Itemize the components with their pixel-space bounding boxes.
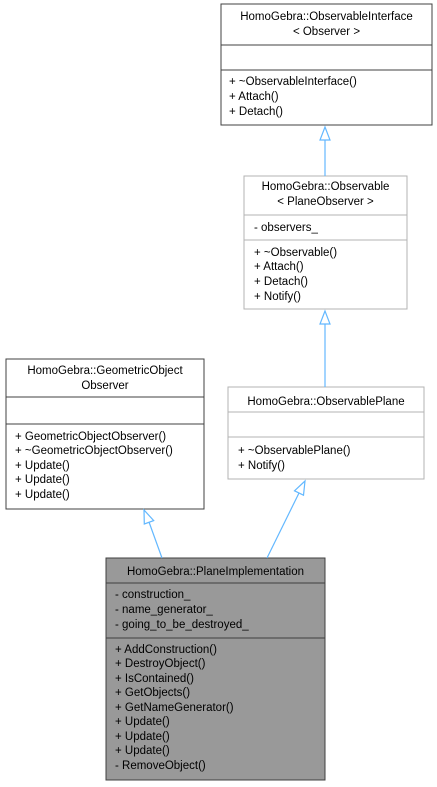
class-title-line: Observer [81, 380, 128, 392]
method-item: + Update() [15, 489, 70, 501]
class-plane-implementation[interactable]: HomoGebra::PlaneImplementation - constru… [105, 557, 326, 781]
inheritance-edge-plane-to-geometric-observer [143, 508, 163, 559]
inheritance-edge-observable-to-interface [319, 125, 331, 176]
method-item: + IsContained() [115, 673, 194, 685]
method-item: + GeometricObjectObserver() [15, 431, 166, 443]
method-item: + Update() [115, 745, 170, 757]
method-item: + ~ObservableInterface() [229, 76, 357, 88]
method-item: + Detach() [229, 106, 283, 118]
method-item: + DestroyObject() [115, 658, 206, 670]
method-item: + AddConstruction() [115, 644, 217, 656]
method-item: + ~ObservablePlane() [238, 445, 351, 457]
method-item: + Notify() [254, 291, 301, 303]
class-title-line: HomoGebra::PlaneImplementation [127, 566, 304, 578]
method-item: - RemoveObject() [115, 760, 206, 772]
class-title-line: < PlaneObserver > [277, 196, 374, 208]
attribute-item: - observers_ [254, 222, 319, 234]
class-title-line: HomoGebra::ObservableInterface [240, 11, 413, 23]
class-title-line: HomoGebra::Observable [262, 181, 390, 193]
attribute-item: - construction_ [115, 589, 191, 601]
attribute-item: - going_to_be_destroyed_ [115, 619, 249, 631]
method-item: + Update() [15, 474, 70, 486]
class-observable-interface[interactable]: HomoGebra::ObservableInterface < Observe… [220, 3, 433, 126]
class-geometric-object-observer[interactable]: HomoGebra::GeometricObject Observer + Ge… [5, 358, 205, 510]
attribute-item: - name_generator_ [115, 604, 213, 616]
method-item: + GetObjects() [115, 687, 190, 699]
method-item: + Attach() [229, 91, 279, 103]
method-item: + ~Observable() [254, 247, 337, 259]
method-item: + Update() [115, 716, 170, 728]
method-item: + Update() [15, 460, 70, 472]
method-item: + Notify() [238, 460, 285, 472]
class-title-line: HomoGebra::ObservablePlane [247, 396, 404, 408]
method-item: + ~GeometricObjectObserver() [15, 445, 173, 457]
method-item: + GetNameGenerator() [115, 702, 234, 714]
class-title-line: < Observer > [293, 26, 360, 38]
class-observable[interactable]: HomoGebra::Observable < PlaneObserver > … [243, 175, 408, 310]
class-observable-plane[interactable]: HomoGebra::ObservablePlane + ~Observable… [227, 386, 425, 480]
inheritance-edge-plane-to-observableplane [266, 479, 306, 559]
method-item: + Detach() [254, 276, 308, 288]
inheritance-edge-observableplane-to-observable [319, 309, 331, 387]
method-item: + Attach() [254, 261, 304, 273]
class-title-line: HomoGebra::GeometricObject [27, 365, 183, 377]
method-item: + Update() [115, 731, 170, 743]
